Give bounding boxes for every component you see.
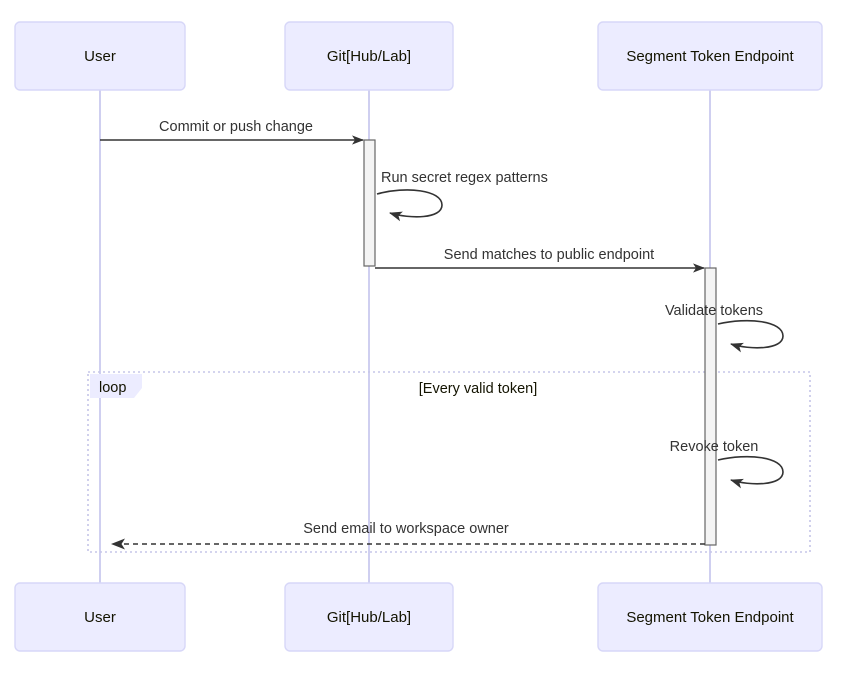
participant-top-git[interactable]: Git[Hub/Lab]: [284, 21, 454, 91]
activation-bars-group: [363, 139, 717, 546]
message-selfloop-arrow-2: [376, 189, 443, 222]
participant-bottom-user-box[interactable]: [14, 582, 186, 652]
participant-bottom-user[interactable]: User: [14, 582, 186, 652]
message-send-matches-to-public-endpoint: Send matches to public endpoint: [375, 247, 705, 273]
loop-tag-label: loop: [99, 380, 126, 396]
participant-boxes-top: User Git[Hub/Lab] Segment Token Endpoint: [14, 21, 823, 91]
activation-bar-git: [363, 139, 376, 267]
participant-top-git-label: Git[Hub/Lab]: [327, 48, 411, 65]
message-label-1: Commit or push change: [159, 119, 313, 135]
message-label-5: Revoke token: [670, 439, 759, 455]
participant-top-git-box[interactable]: [284, 21, 454, 91]
message-label-4: Validate tokens: [665, 303, 763, 319]
participant-bottom-segment-label: Segment Token Endpoint: [626, 609, 794, 626]
message-selfloop-arrow-4: [717, 319, 784, 353]
participant-bottom-git-box[interactable]: [284, 582, 454, 652]
message-label-6: Send email to workspace owner: [303, 521, 509, 537]
participant-bottom-user-label: User: [84, 609, 116, 626]
lifelines-group: [99, 90, 711, 583]
message-validate-tokens: Validate tokens: [665, 303, 784, 353]
participant-boxes-bottom: User Git[Hub/Lab] Segment Token Endpoint: [14, 582, 823, 652]
message-selfloop-arrow-5: [717, 455, 784, 489]
participant-bottom-segment[interactable]: Segment Token Endpoint: [597, 582, 823, 652]
participant-top-user[interactable]: User: [14, 21, 186, 91]
loop-condition-label: [Every valid token]: [419, 381, 537, 397]
message-revoke-token: Revoke token: [670, 439, 784, 489]
participant-top-user-box[interactable]: [14, 21, 186, 91]
message-send-email-to-workspace-owner: Send email to workspace owner: [111, 521, 705, 550]
message-commit-or-push-change: Commit or push change: [100, 119, 364, 145]
loop-fragment: loop [Every valid token]: [87, 371, 811, 553]
participant-bottom-git[interactable]: Git[Hub/Lab]: [284, 582, 454, 652]
message-run-secret-regex-patterns: Run secret regex patterns: [376, 170, 548, 222]
participant-bottom-segment-box[interactable]: [597, 582, 823, 652]
participant-bottom-git-label: Git[Hub/Lab]: [327, 609, 411, 626]
participant-top-segment-label: Segment Token Endpoint: [626, 48, 794, 65]
message-label-3: Send matches to public endpoint: [444, 247, 654, 263]
loop-tag-background: [90, 374, 142, 398]
activation-bar-segment: [704, 267, 717, 546]
participant-top-segment[interactable]: Segment Token Endpoint: [597, 21, 823, 91]
participant-top-segment-box[interactable]: [597, 21, 823, 91]
loop-fragment-box: [87, 371, 811, 553]
participant-top-user-label: User: [84, 48, 116, 65]
message-label-2: Run secret regex patterns: [381, 170, 548, 186]
